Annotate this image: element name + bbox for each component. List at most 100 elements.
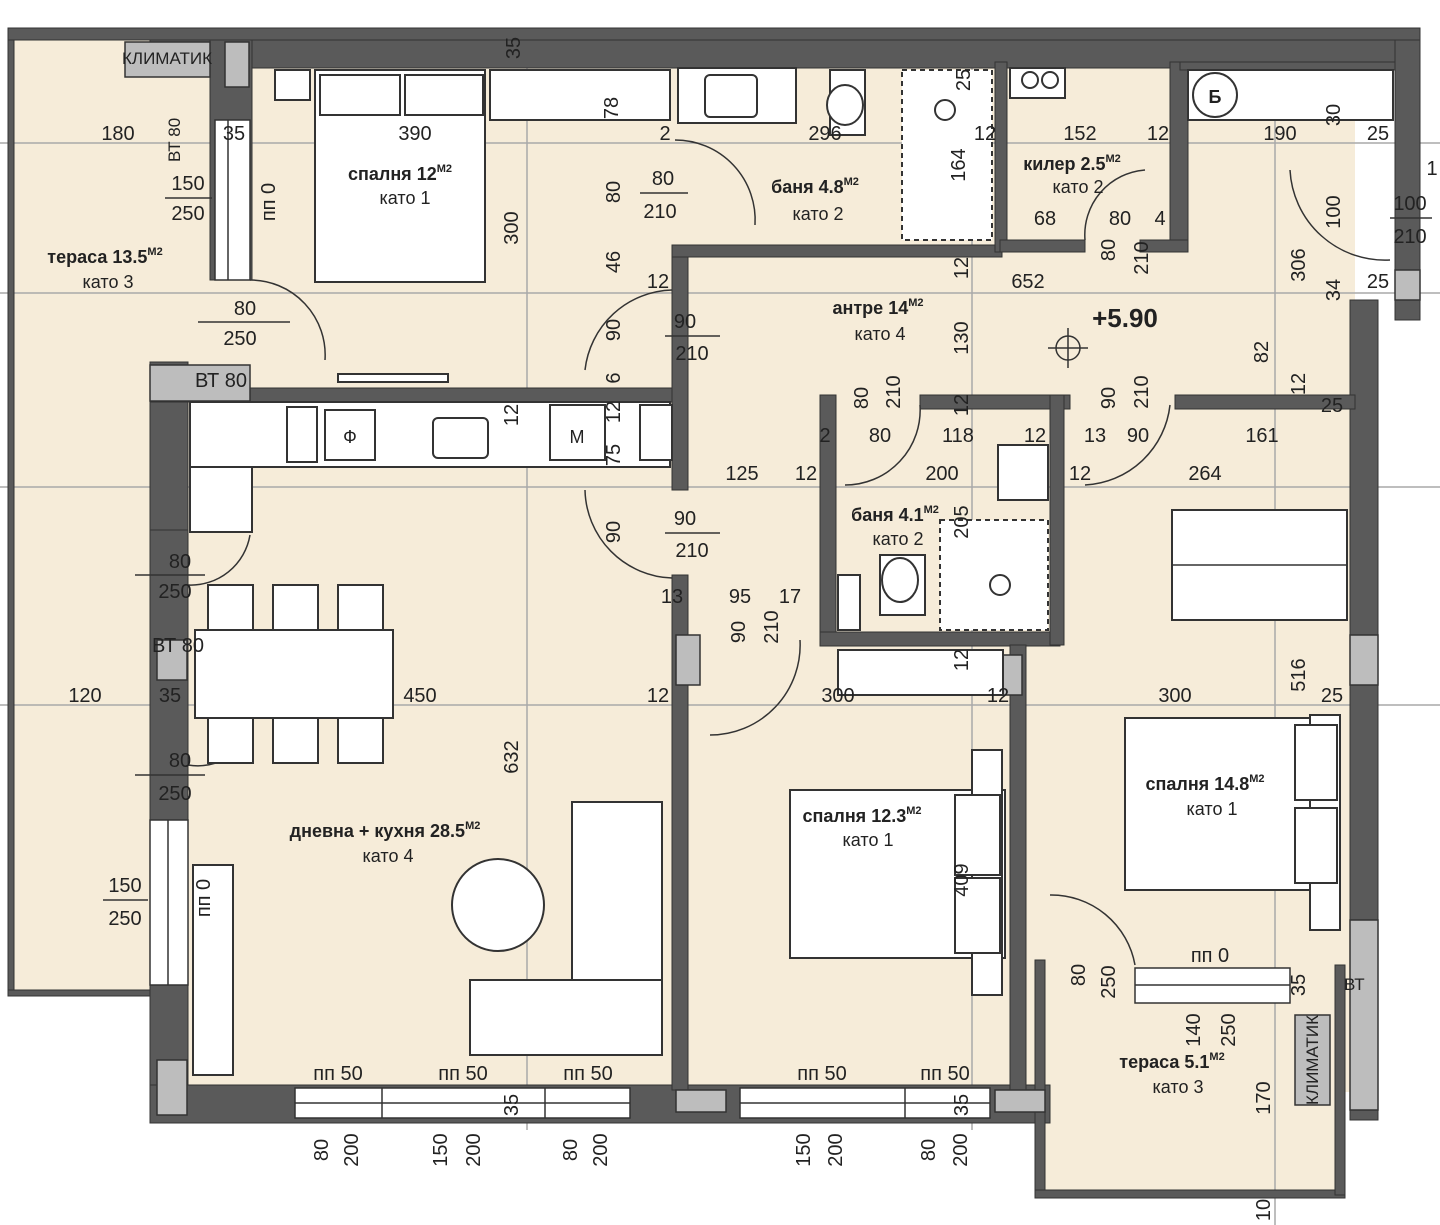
dim: 80: [1068, 964, 1090, 986]
dim: 150: [108, 875, 141, 897]
fridge-label: Ф: [343, 427, 357, 447]
dim: 300: [821, 685, 854, 707]
dining-table: [194, 584, 394, 764]
room-bed148-name: спалня 14.8М2: [1145, 773, 1264, 794]
dim: 210: [883, 375, 905, 408]
dim: 2: [819, 425, 830, 447]
room-living-floor: като 4: [363, 846, 414, 866]
dim: 12: [1147, 123, 1169, 145]
dimensions: 180 35 390 2 296 12 152 12 190 25 1 150 …: [68, 37, 1437, 1221]
dim: 250: [1098, 965, 1120, 998]
bt80-label-3: ВТ 80: [152, 635, 204, 657]
dim: 140: [1183, 1013, 1205, 1046]
elevation-marker: +5.90: [1048, 303, 1158, 368]
dim: 210: [761, 610, 783, 643]
dim: 250: [158, 581, 191, 603]
dim: 652: [1011, 271, 1044, 293]
dim: 190: [1263, 123, 1296, 145]
dim: 12: [603, 401, 625, 423]
dim: 25: [953, 69, 975, 91]
dim: 68: [1034, 208, 1056, 230]
dim: 170: [1253, 1081, 1275, 1114]
dim: 10: [1253, 1199, 1275, 1221]
dim: 125: [725, 463, 758, 485]
room-hall-name: антре 14М2: [832, 297, 923, 318]
dim: 35: [159, 685, 181, 707]
dim: 35: [503, 37, 525, 59]
dim: 250: [158, 783, 191, 805]
bath41-fixtures: [837, 444, 1049, 696]
room-bed12-name: спалня 12М2: [348, 163, 452, 184]
room-bed148-floor: като 1: [1187, 799, 1238, 819]
dim: 25: [1321, 395, 1343, 417]
dim: 35: [501, 1094, 523, 1116]
dim: 12: [987, 685, 1009, 707]
dim: 200: [825, 1133, 847, 1166]
dim: 161: [1245, 425, 1278, 447]
dim: 200: [950, 1133, 972, 1166]
dim: 200: [925, 463, 958, 485]
dim: 210: [1131, 375, 1153, 408]
dim: 150: [793, 1133, 815, 1166]
dim: 390: [398, 123, 431, 145]
dim: 78: [601, 97, 623, 119]
dim: пп 0: [258, 183, 280, 221]
dim: 200: [341, 1133, 363, 1166]
dim: 12: [1288, 373, 1310, 395]
dim: 150: [171, 173, 204, 195]
room-bed123-floor: като 1: [843, 830, 894, 850]
dim: 100: [1323, 195, 1345, 228]
dim: 80: [1098, 239, 1120, 261]
dim: 80: [234, 298, 256, 320]
dim: 180: [101, 123, 134, 145]
room-living-name: дневна + кухня 28.5М2: [290, 820, 481, 841]
dim: пп 0: [193, 879, 215, 917]
terrace-west-floor: [12, 38, 152, 993]
dim: 12: [501, 404, 523, 426]
boiler-label: Б: [1209, 87, 1222, 107]
dim: 118: [942, 425, 974, 447]
dim: 80: [918, 1139, 940, 1161]
dim: 80: [169, 551, 191, 573]
room-storage-name: килер 2.5М2: [1023, 153, 1121, 174]
dim: 150: [430, 1133, 452, 1166]
dim: 90: [674, 311, 696, 333]
dim: 100: [1393, 193, 1426, 215]
dim: 25: [1321, 685, 1343, 707]
dim: пп 50: [797, 1063, 846, 1085]
microwave-label: М: [570, 427, 585, 447]
dim: 12: [951, 257, 973, 279]
dim: 250: [1218, 1013, 1240, 1046]
dim: 30: [1323, 104, 1345, 126]
dim: пп 50: [563, 1063, 612, 1085]
dim: 13: [661, 586, 683, 608]
dim: 80: [869, 425, 891, 447]
dim: 80: [311, 1139, 333, 1161]
room-bed12-floor: като 1: [380, 188, 431, 208]
sofa: [192, 801, 663, 1076]
bt-label: ВТ: [1344, 975, 1365, 994]
dim: 80: [652, 168, 674, 190]
dim: 90: [1098, 387, 1120, 409]
dim: 35: [223, 123, 245, 145]
dim: 130: [951, 321, 973, 354]
dim: 82: [1251, 341, 1273, 363]
bed-room123: [789, 749, 1006, 996]
dim: 2: [659, 123, 670, 145]
dim: 90: [674, 508, 696, 530]
dim: 12: [795, 463, 817, 485]
dim: 200: [590, 1133, 612, 1166]
dim: 90: [603, 521, 625, 543]
dim: 300: [1158, 685, 1191, 707]
dim: 35: [1288, 974, 1310, 996]
dim: 17: [779, 586, 801, 608]
dim: 250: [223, 328, 256, 350]
dim: 95: [729, 586, 751, 608]
room-storage-floor: като 2: [1053, 177, 1104, 197]
dim: 205: [951, 505, 973, 538]
dim: 12: [974, 123, 996, 145]
ac-units: КЛИМАТИК КЛИМАТИК: [122, 41, 1331, 1106]
dim: 90: [1127, 425, 1149, 447]
dim: 296: [808, 123, 841, 145]
